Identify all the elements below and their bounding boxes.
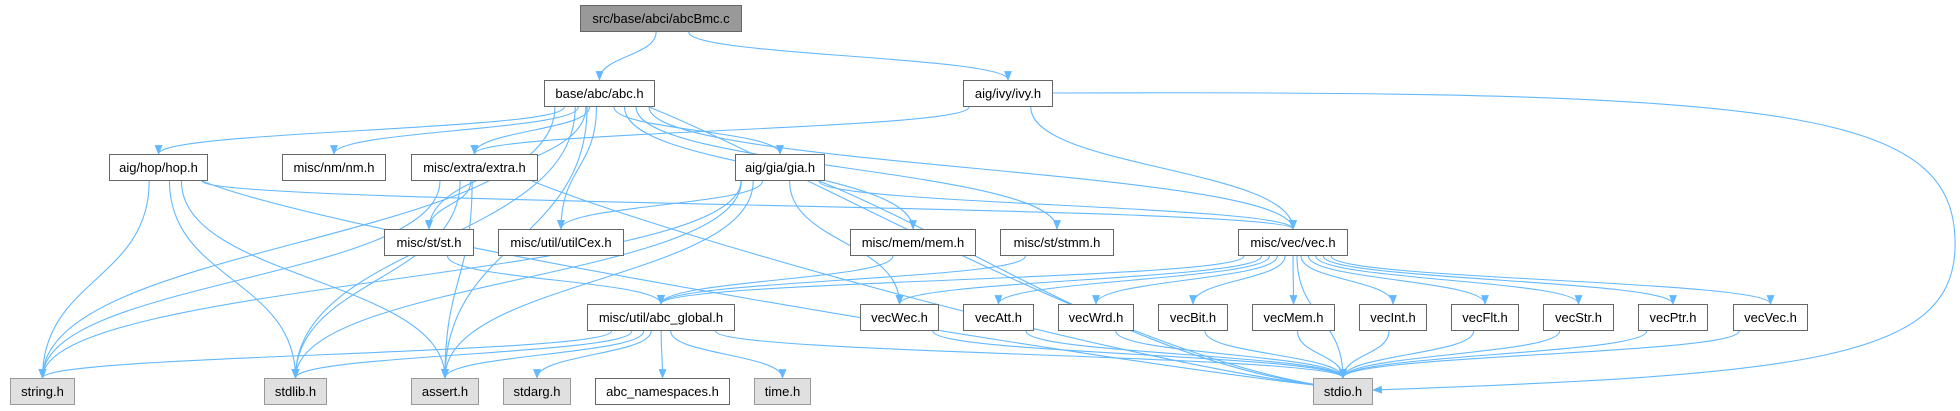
edge-vec-to-vecInt [1300,255,1397,305]
edge-stmm-to-global [657,255,1026,305]
edge-vecFlt-to-stdio [1339,330,1475,379]
edge-abc-to-hop [154,106,565,155]
edge-hop-to-string [38,180,150,379]
node-global[interactable]: misc/util/abc_global.h [587,304,735,331]
node-ns[interactable]: abc_namespaces.h [595,378,730,405]
edge-root-to-ivy [688,31,1012,81]
node-string[interactable]: string.h [10,378,75,405]
edge-extra-to-stdio [531,180,1342,392]
edge-vecBit-to-stdio [1204,330,1347,379]
edge-abc-to-utilcex [557,106,597,230]
node-root[interactable]: src/base/abci/abcBmc.c [580,5,742,32]
edge-hop-to-vec [201,180,1297,230]
edge-root-to-abc [595,31,657,81]
edge-vecWrd-to-stdio [1115,330,1347,379]
node-st[interactable]: misc/st/st.h [384,229,474,256]
node-mem[interactable]: misc/mem/mem.h [850,229,976,256]
node-stdarg[interactable]: stdarg.h [503,378,571,405]
node-vecMem[interactable]: vecMem.h [1252,304,1335,331]
edge-vec-to-vecWrd [1092,255,1278,305]
edge-st-to-global [447,255,665,305]
node-abc[interactable]: base/abc/abc.h [544,80,655,107]
node-vecBit[interactable]: vecBit.h [1158,304,1228,331]
edge-vec-to-vecVec [1330,255,1775,305]
edge-vec-to-vecStr [1315,255,1583,305]
edge-gia-to-utilcex [557,180,764,230]
edge-ivy-to-vec [1030,106,1297,230]
edge-abc-to-stmm [635,106,1061,230]
edge-ivy-to-extra [470,106,970,155]
edge-hop-to-stdio [201,180,1342,392]
edge-vecVec-to-stdio [1339,330,1740,379]
edge-gia-to-assert [441,180,754,379]
edge-hop-to-stdlib [168,180,300,379]
node-extra[interactable]: misc/extra/extra.h [411,154,538,181]
node-stdio[interactable]: stdio.h [1313,378,1373,405]
edge-global-to-string [38,330,613,379]
edge-vecStr-to-stdio [1339,330,1561,379]
node-vec[interactable]: misc/vec/vec.h [1238,229,1348,256]
edge-gia-to-vec [818,180,1297,230]
edge-vec-to-vecWec [895,255,1263,305]
edge-extra-to-assert [441,180,473,379]
edge-gia-to-stdio [818,180,1342,392]
edge-vecWec-to-stdio [932,330,1347,379]
edge-gia-to-vecWec [789,180,904,305]
edge-vec-to-global [657,255,1245,305]
edge-extra-to-st [425,180,472,230]
edge-mem-to-global [657,255,894,305]
node-hop[interactable]: aig/hop/hop.h [109,154,208,181]
edge-gia-to-string [38,180,742,379]
edge-abc-to-vec [648,106,1297,230]
node-stmm[interactable]: misc/st/stmm.h [1000,229,1114,256]
edge-ivy-to-stdio [1052,92,1956,394]
node-nm[interactable]: misc/nm/nm.h [282,154,386,181]
node-assert[interactable]: assert.h [411,378,479,405]
edge-global-to-stdlib [291,330,633,379]
node-time[interactable]: time.h [754,378,811,405]
edge-global-to-stdio [715,330,1347,379]
node-stdlib[interactable]: stdlib.h [264,378,327,405]
node-vecWec[interactable]: vecWec.h [860,304,939,331]
edge-abc-to-stdio [648,106,1342,392]
edge-gia-to-stdlib [291,180,742,379]
edge-global-to-time [670,330,787,379]
node-vecPtr[interactable]: vecPtr.h [1638,304,1708,331]
edge-abc-to-gia [613,106,784,155]
edge-vec-to-vecPtr [1322,255,1677,305]
edge-vecPtr-to-stdio [1339,330,1648,379]
edge-vecAtt-to-stdio [1025,330,1347,379]
node-ivy[interactable]: aig/ivy/ivy.h [963,80,1053,107]
edge-extra-to-stdlib [291,180,461,379]
node-vecStr[interactable]: vecStr.h [1543,304,1614,331]
node-utilcex[interactable]: misc/util/utilCex.h [498,229,624,256]
node-vecVec[interactable]: vecVec.h [1733,304,1808,331]
node-vecInt[interactable]: vecInt.h [1359,304,1427,331]
node-vecWrd[interactable]: vecWrd.h [1058,304,1134,331]
edge-global-to-assert [441,330,645,379]
edge-extra-to-string [38,180,441,379]
edge-vec-to-vecAtt [994,255,1270,305]
edge-vec-to-vecBit [1189,255,1286,305]
edge-abc-to-nm [330,106,579,155]
node-vecFlt[interactable]: vecFlt.h [1451,304,1519,331]
node-vecAtt[interactable]: vecAtt.h [963,304,1034,331]
node-gia[interactable]: aig/gia/gia.h [735,154,825,181]
edge-global-to-ns [658,330,667,379]
edge-hop-to-assert [180,180,449,379]
edge-global-to-stdarg [533,330,652,379]
edge-vec-to-vecFlt [1307,255,1489,305]
